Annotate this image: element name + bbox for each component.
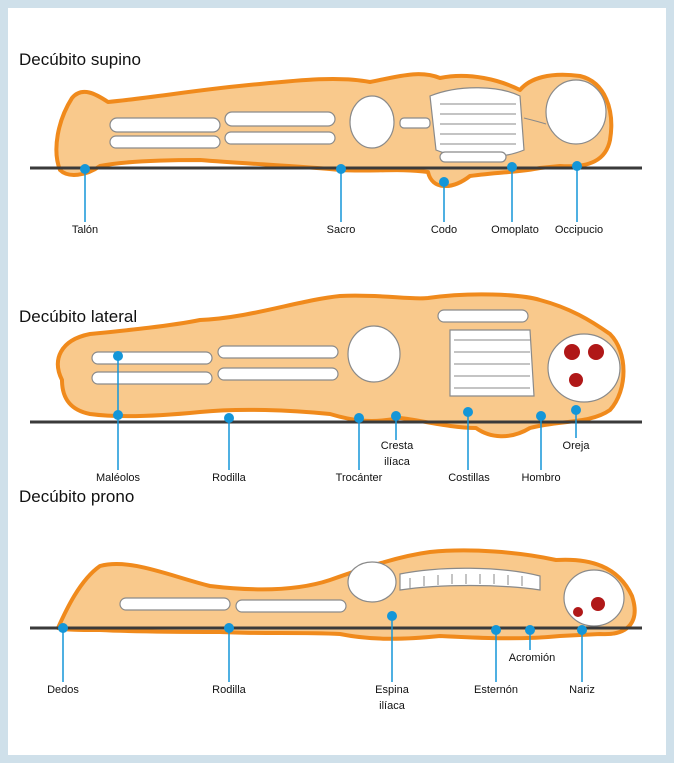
label-costillas: Costillas [436,470,502,486]
section-title-prone: Decúbito prono [19,487,134,507]
pressure-point-marker [507,162,517,172]
pressure-point-marker [571,405,581,415]
label-talon: Talón [55,222,115,238]
label-esternon: Esternón [461,682,531,698]
pressure-point-marker [525,625,535,635]
label-maleolos: Maléolos [83,470,153,486]
pressure-point-marker [224,413,234,423]
pressure-point-marker [536,411,546,421]
label-codo: Codo [414,222,474,238]
pressure-point-marker [391,411,401,421]
section-title-supine: Decúbito supino [19,50,141,70]
label-omoplato: Omoplato [482,222,548,238]
label-cresta-iliaca: Cresta ilíaca [374,438,420,470]
pressure-point-marker [113,410,123,420]
pressure-point-marker [439,177,449,187]
label-oreja: Oreja [551,438,601,454]
pressure-point-marker [58,623,68,633]
label-espina-iliaca: Espina ilíaca [369,682,415,714]
pressure-point-marker [336,164,346,174]
label-nariz: Nariz [557,682,607,698]
pressure-point-marker [577,625,587,635]
pressure-point-marker [113,351,123,361]
label-rodilla-lateral: Rodilla [199,470,259,486]
pressure-point-marker [463,407,473,417]
pressure-point-marker [80,164,90,174]
pressure-point-marker [354,413,364,423]
figure-prone [58,550,635,638]
pressure-point-marker [224,623,234,633]
label-sacro: Sacro [311,222,371,238]
label-trocanter: Trocánter [324,470,394,486]
section-title-lateral: Decúbito lateral [19,307,137,327]
label-dedos: Dedos [33,682,93,698]
label-rodilla-prono: Rodilla [199,682,259,698]
label-occipucio: Occipucio [544,222,614,238]
label-acromion: Acromión [497,650,567,666]
pressure-point-marker [387,611,397,621]
label-hombro: Hombro [511,470,571,486]
pressure-point-marker [491,625,501,635]
pressure-point-marker [572,161,582,171]
body-silhouette-prone [58,550,635,638]
